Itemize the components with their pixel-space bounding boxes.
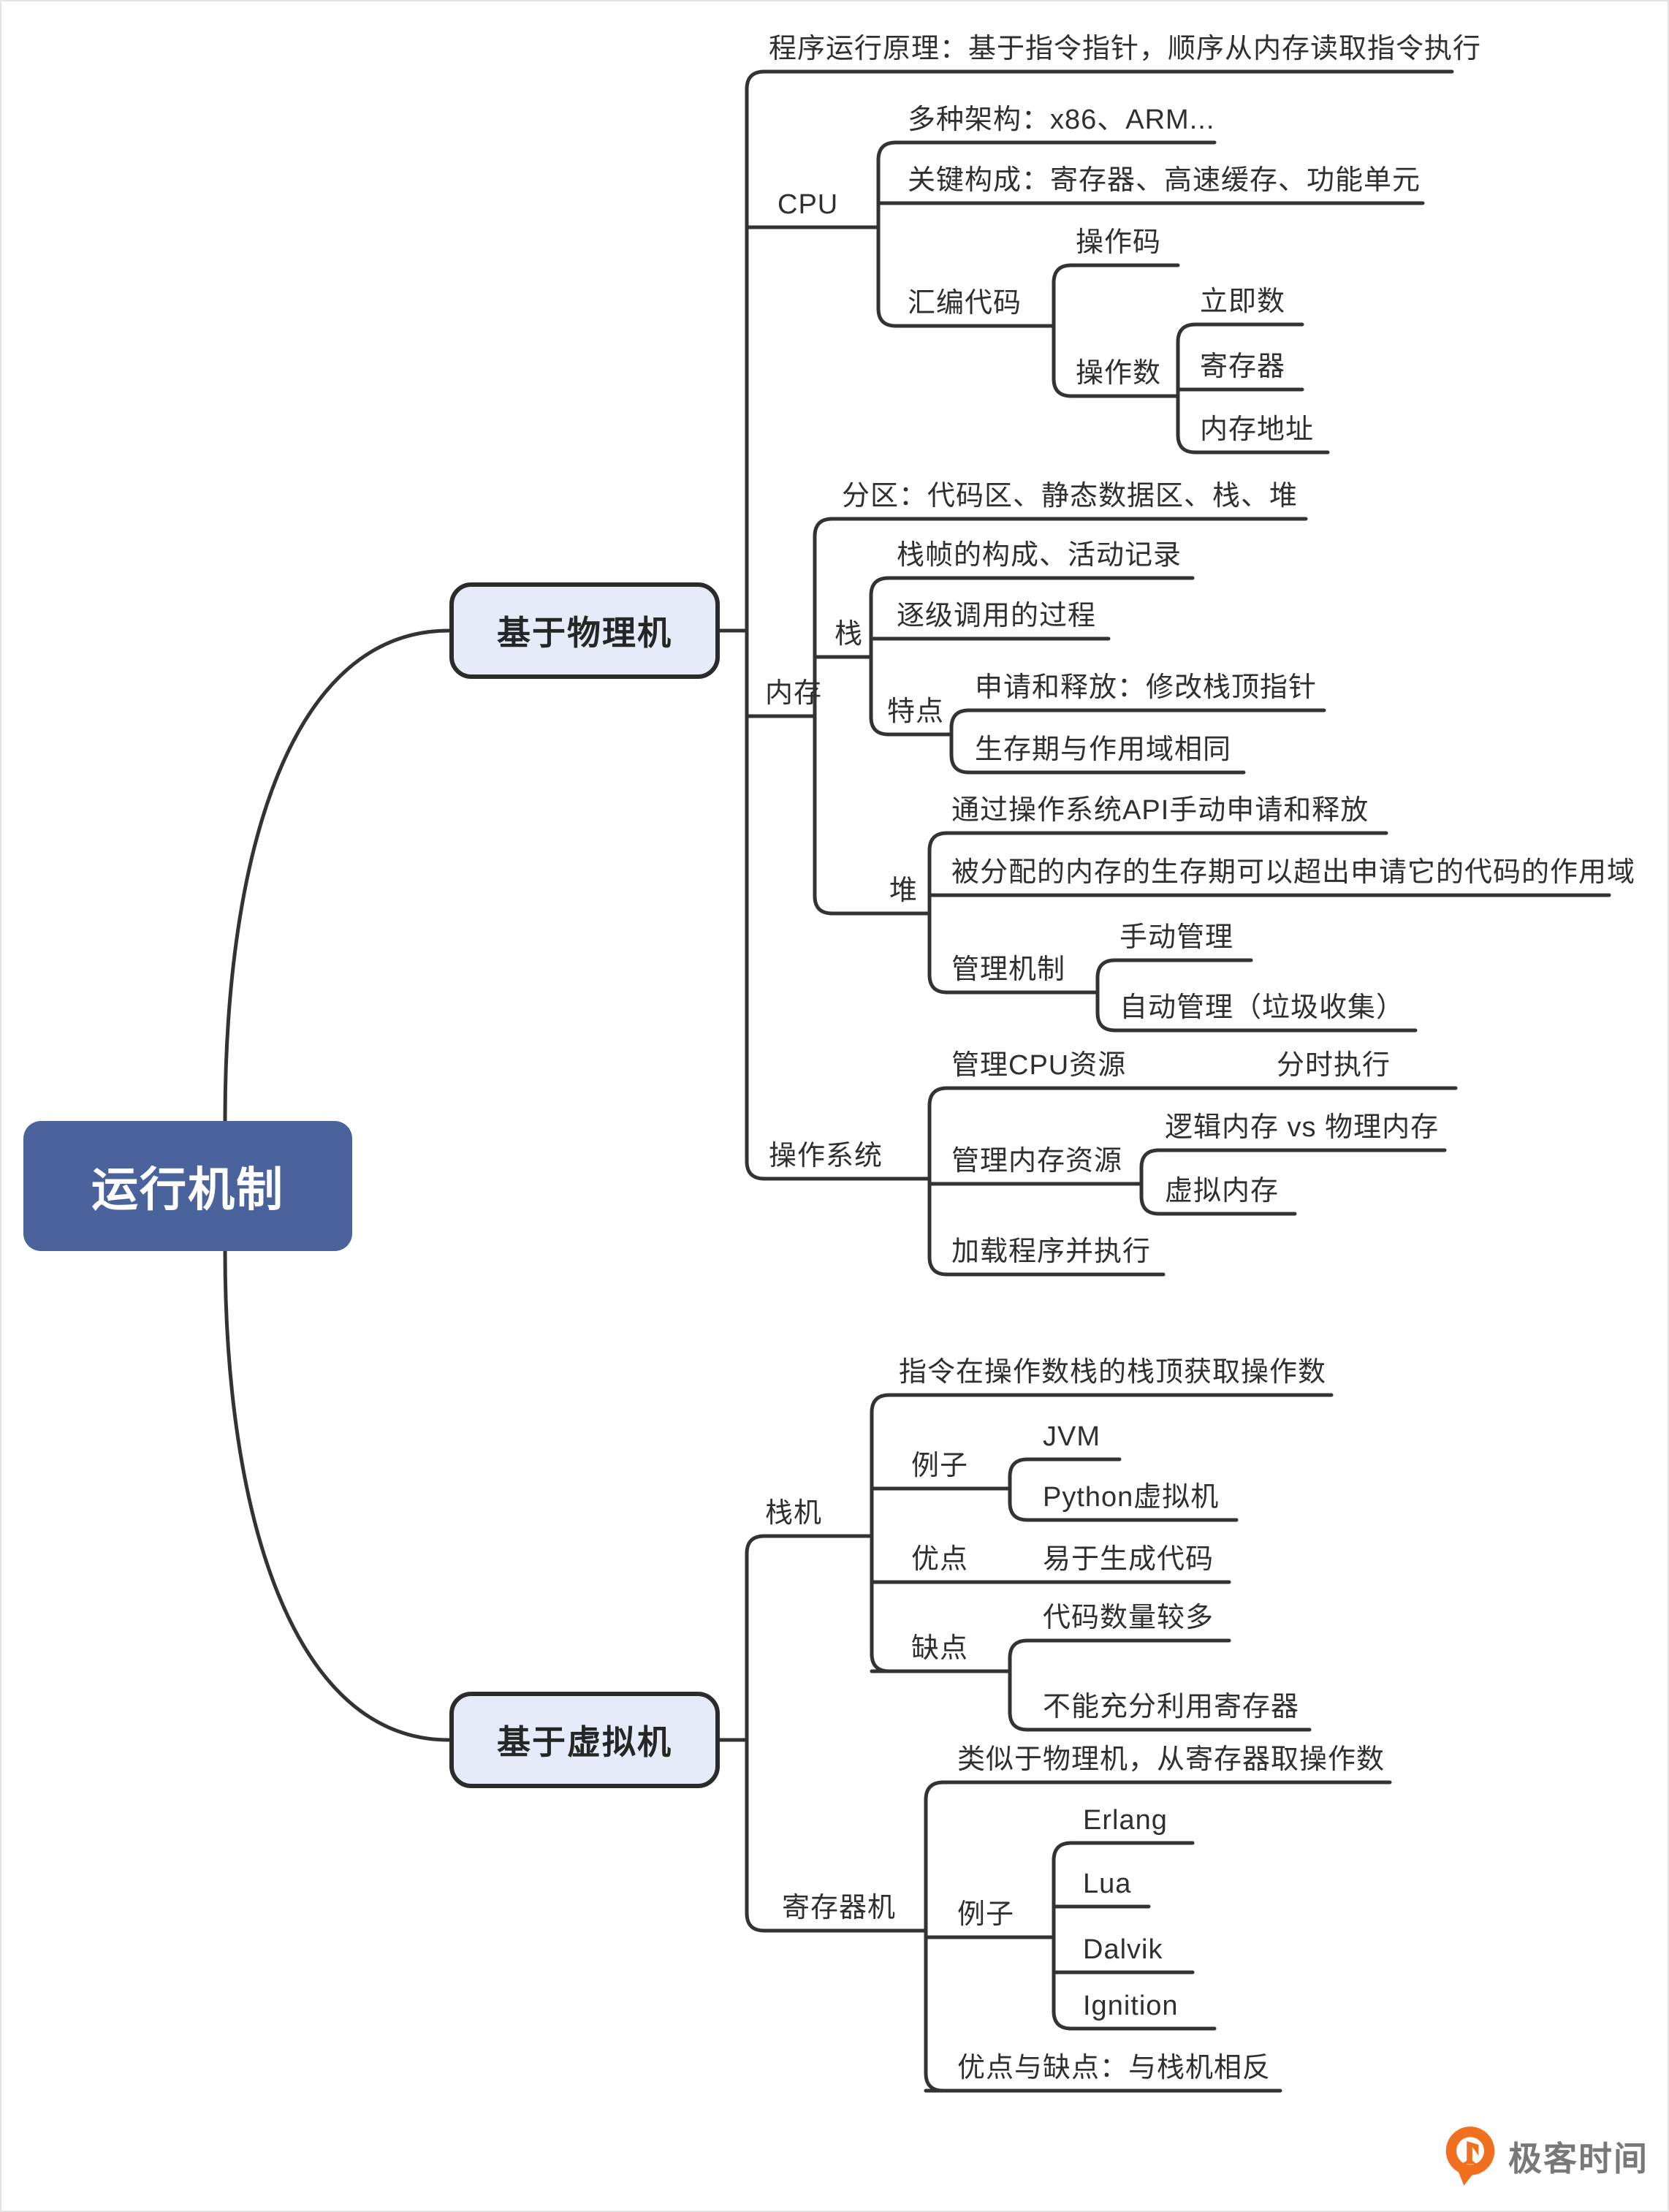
bracket-memory xyxy=(813,517,834,916)
bracket-sm-cons xyxy=(1008,1638,1030,1732)
node-arch[interactable]: 多种架构：x86、ARM... xyxy=(908,104,1215,135)
node-assembly[interactable]: 汇编代码 xyxy=(908,288,1022,319)
node-partitions[interactable]: 分区：代码区、静态数据区、栈、堆 xyxy=(842,481,1299,512)
node-manage-cpu[interactable]: 管理CPU资源 xyxy=(951,1050,1127,1081)
node-lifetime-scope[interactable]: 生存期与作用域相同 xyxy=(975,734,1232,765)
node-time-sharing[interactable]: 分时执行 xyxy=(1277,1050,1391,1081)
bracket-heap xyxy=(927,831,949,995)
bracket-mgmt xyxy=(1095,958,1117,1033)
node-jvm[interactable]: JVM xyxy=(1043,1421,1100,1452)
node-auto-mgmt[interactable]: 自动管理（垃圾收集） xyxy=(1119,992,1405,1023)
trunk-physical xyxy=(745,69,767,1181)
node-rm-examples[interactable]: 例子 xyxy=(957,1899,1015,1930)
node-alloc-free[interactable]: 申请和释放：修改栈顶指针 xyxy=(975,672,1318,703)
node-features[interactable]: 特点 xyxy=(887,696,945,727)
node-components[interactable]: 关键构成：寄存器、高速缓存、功能单元 xyxy=(908,165,1421,196)
bracket-features xyxy=(949,708,971,775)
node-stack[interactable]: 栈 xyxy=(834,619,864,650)
branch-physical-machine[interactable]: 基于物理机 xyxy=(449,582,720,679)
node-register[interactable]: 寄存器 xyxy=(1200,351,1286,382)
node-stack-frame[interactable]: 栈帧的构成、活动记录 xyxy=(897,540,1182,571)
bracket-os-memory xyxy=(1139,1148,1161,1216)
node-mgmt[interactable]: 管理机制 xyxy=(951,954,1066,985)
bracket-os xyxy=(927,1086,949,1277)
branch-virtual-machine[interactable]: 基于虚拟机 xyxy=(449,1692,720,1788)
bracket-rm-examples xyxy=(1052,1841,1073,2031)
node-heap-lifetime[interactable]: 被分配的内存的生存期可以超出申请它的代码的作用域 xyxy=(951,857,1636,888)
node-manual-mgmt[interactable]: 手动管理 xyxy=(1119,922,1234,953)
node-logical-vs-physical[interactable]: 逻辑内存 vs 物理内存 xyxy=(1165,1112,1440,1143)
node-python-vm[interactable]: Python虚拟机 xyxy=(1043,1482,1220,1513)
connector-group xyxy=(223,69,1611,2093)
node-os[interactable]: 操作系统 xyxy=(769,1141,883,1171)
node-immediate[interactable]: 立即数 xyxy=(1200,286,1286,317)
node-opcode[interactable]: 操作码 xyxy=(1076,227,1162,258)
bracket-cpu xyxy=(876,140,898,328)
node-call-chain[interactable]: 逐级调用的过程 xyxy=(897,601,1097,631)
node-memory[interactable]: 内存 xyxy=(765,678,823,709)
node-more-code[interactable]: 代码数量较多 xyxy=(1043,1603,1214,1633)
node-principle[interactable]: 程序运行原理：基于指令指针，顺序从内存读取指令执行 xyxy=(769,34,1482,64)
node-sm-examples[interactable]: 例子 xyxy=(911,1451,969,1481)
node-sm-cons[interactable]: 缺点 xyxy=(911,1633,969,1664)
node-operand[interactable]: 操作数 xyxy=(1076,358,1162,389)
bracket-sm-examples xyxy=(1008,1457,1030,1522)
node-rm-pros-cons[interactable]: 优点与缺点：与栈机相反 xyxy=(957,2053,1271,2083)
node-dalvik[interactable]: Dalvik xyxy=(1083,1934,1163,1965)
bracket-assembly xyxy=(1052,263,1073,398)
node-load-exec[interactable]: 加载程序并执行 xyxy=(951,1236,1152,1267)
curve-root-virtual xyxy=(223,1249,451,1742)
bracket-stack xyxy=(869,576,891,737)
node-easy-codegen[interactable]: 易于生成代码 xyxy=(1043,1544,1214,1575)
node-os-api[interactable]: 通过操作系统API手动申请和释放 xyxy=(951,795,1369,826)
geektime-logo: 极客时间 xyxy=(1442,2125,1649,2188)
node-mem-addr[interactable]: 内存地址 xyxy=(1200,414,1315,445)
trunk-virtual xyxy=(745,1534,767,1933)
curve-root-physical xyxy=(223,628,451,1123)
geektime-logo-text: 极客时间 xyxy=(1508,2140,1649,2178)
geektime-logo-icon xyxy=(1445,2127,1495,2186)
node-lua[interactable]: Lua xyxy=(1083,1869,1132,1899)
node-stack-machine[interactable]: 栈机 xyxy=(765,1498,823,1529)
node-heap[interactable]: 堆 xyxy=(889,875,919,906)
root-topic[interactable]: 运行机制 xyxy=(23,1121,352,1251)
node-like-physical[interactable]: 类似于物理机，从寄存器取操作数 xyxy=(957,1744,1385,1775)
node-register-machine[interactable]: 寄存器机 xyxy=(782,1893,897,1923)
bracket-stack-machine xyxy=(870,1393,891,1673)
node-manage-mem[interactable]: 管理内存资源 xyxy=(951,1146,1123,1177)
node-erlang[interactable]: Erlang xyxy=(1083,1805,1168,1836)
node-stack-top-operand[interactable]: 指令在操作数栈的栈顶获取操作数 xyxy=(899,1357,1327,1388)
node-sm-pros[interactable]: 优点 xyxy=(911,1544,969,1575)
node-underuse-registers[interactable]: 不能充分利用寄存器 xyxy=(1043,1692,1300,1722)
node-ignition[interactable]: Ignition xyxy=(1083,1991,1179,2021)
node-cpu[interactable]: CPU xyxy=(778,189,839,220)
node-virtual-mem[interactable]: 虚拟内存 xyxy=(1165,1176,1280,1206)
